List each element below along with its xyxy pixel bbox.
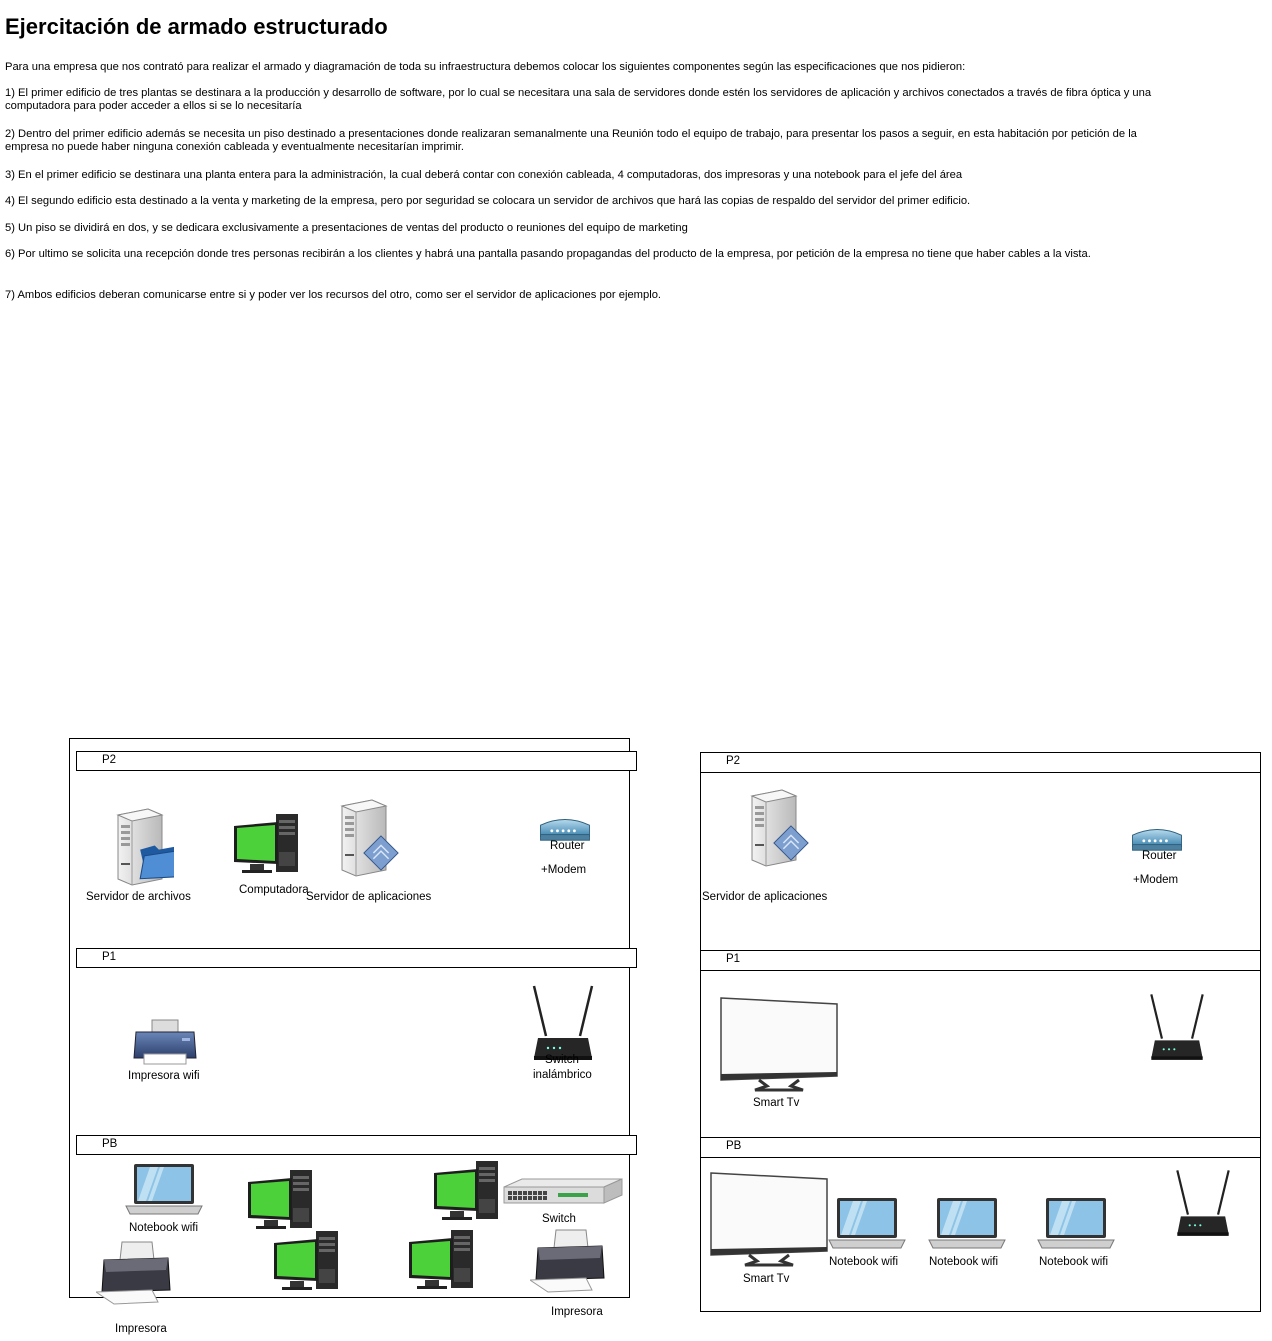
laptop-icon[interactable] <box>827 1196 907 1250</box>
network-switch-icon[interactable] <box>502 1177 624 1207</box>
app-server-icon[interactable] <box>334 798 404 880</box>
building-2-floor-pb-header: PB <box>700 1137 1261 1158</box>
notebook-label: Notebook wifi <box>129 1222 199 1234</box>
wireless-router-icon[interactable] <box>528 984 598 1064</box>
wireless-router-icon[interactable] <box>1172 1168 1234 1240</box>
laptop-icon[interactable] <box>124 1162 204 1216</box>
app-server-label: Servidor de aplicaciones <box>306 891 432 903</box>
tv-icon[interactable] <box>718 996 840 1092</box>
requirement-2: 2) Dentro del primer edificio además se … <box>5 128 1137 153</box>
computer-label: Computadora <box>239 884 309 896</box>
wifi-printer-label: Impresora wifi <box>128 1070 200 1082</box>
tv-icon[interactable] <box>708 1171 830 1267</box>
modem-label: +Modem <box>541 864 587 876</box>
wireless-switch-label-line2: inalámbrico <box>533 1069 592 1081</box>
computer-icon[interactable] <box>232 812 302 878</box>
file-server-icon[interactable] <box>110 807 174 889</box>
b2-pb-tv-label: Smart Tv <box>743 1273 790 1285</box>
building-2-floor-p2-header: P2 <box>700 752 1261 773</box>
building-2-floor-p1-header: P1 <box>700 950 1261 971</box>
wireless-router-icon[interactable] <box>1146 992 1208 1064</box>
requirement-4: 4) El segundo edificio esta destinado a … <box>5 195 971 207</box>
b2-router-label: Router <box>1142 850 1177 862</box>
requirement-3: 3) En el primer edificio se destinara un… <box>5 169 963 181</box>
requirement-1: 1) El primer edificio de tres plantas se… <box>5 87 1152 112</box>
b2-p1-tv-label: Smart Tv <box>753 1097 800 1109</box>
computer-icon[interactable] <box>407 1228 477 1294</box>
building-1-floor-p2-header: P2 <box>76 751 637 771</box>
b2-notebook-label-2: Notebook wifi <box>929 1256 999 1268</box>
requirement-5: 5) Un piso se dividirá en dos, y se dedi… <box>5 222 688 234</box>
printer-right-label: Impresora <box>551 1306 603 1318</box>
building-1-floor-pb-header: PB <box>76 1135 637 1155</box>
requirement-7: 7) Ambos edificios deberan comunicarse e… <box>5 289 662 301</box>
app-server-icon[interactable] <box>744 788 814 870</box>
page-title: Ejercitación de armado estructurado <box>5 14 388 39</box>
building-1-floor-p1-header: P1 <box>76 948 637 968</box>
file-server-label: Servidor de archivos <box>86 891 191 903</box>
laptop-icon[interactable] <box>1036 1196 1116 1250</box>
computer-icon[interactable] <box>246 1168 316 1234</box>
switch-label: Switch <box>542 1213 576 1225</box>
printer-icon[interactable] <box>130 1018 200 1068</box>
laptop-icon[interactable] <box>927 1196 1007 1250</box>
b2-notebook-label-1: Notebook wifi <box>829 1256 899 1268</box>
printer-icon[interactable] <box>96 1240 176 1306</box>
printer-icon[interactable] <box>530 1228 610 1294</box>
b2-modem-label: +Modem <box>1133 874 1179 886</box>
computer-icon[interactable] <box>432 1159 502 1225</box>
printer-left-label: Impresora <box>115 1323 167 1335</box>
b2-notebook-label-3: Notebook wifi <box>1039 1256 1109 1268</box>
computer-icon[interactable] <box>272 1229 342 1295</box>
wireless-switch-label-line1: Switch <box>545 1054 579 1066</box>
router-label: Router <box>550 840 585 852</box>
requirement-6: 6) Por ultimo se solicita una recepción … <box>5 248 1091 260</box>
intro-paragraph: Para una empresa que nos contrató para r… <box>5 61 966 73</box>
b2-app-server-label: Servidor de aplicaciones <box>702 891 828 903</box>
